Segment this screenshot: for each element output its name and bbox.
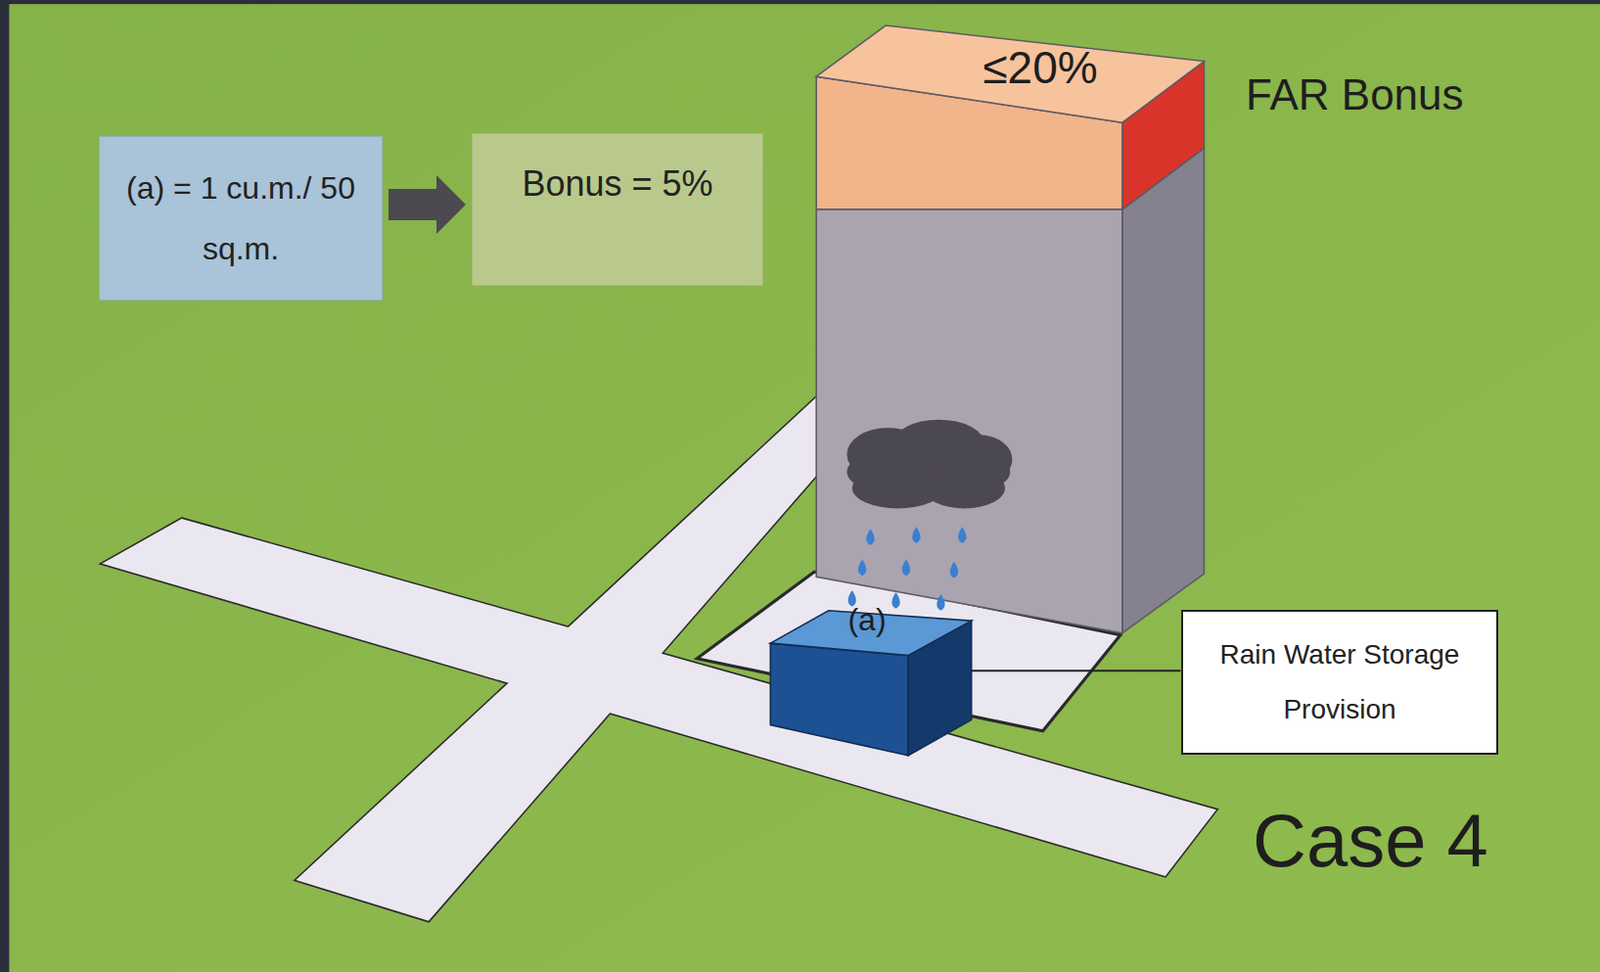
tank-label: (a) xyxy=(847,601,886,639)
bonus-box: Bonus = 5% xyxy=(471,133,764,286)
building xyxy=(816,25,1204,634)
case-label: Case 4 xyxy=(1252,797,1489,883)
bonus-limit: ≤20% xyxy=(982,41,1098,94)
box-text: (a) = 1 cu.m./ 50 sq.m. xyxy=(119,157,363,279)
frame-edge xyxy=(0,0,9,972)
callout-box: Rain Water Storage Provision xyxy=(1181,609,1499,755)
leader-line xyxy=(971,669,1182,672)
block-arrow xyxy=(388,175,466,234)
formula-box: (a) = 1 cu.m./ 50 sq.m. xyxy=(98,136,383,301)
cloud xyxy=(846,419,1012,509)
frame-edge xyxy=(0,0,1600,4)
raindrops xyxy=(848,526,967,611)
legend-title: FAR Bonus xyxy=(1245,70,1464,120)
box-text: Bonus = 5% xyxy=(521,159,713,209)
box-text: Rain Water Storage Provision xyxy=(1198,627,1481,737)
